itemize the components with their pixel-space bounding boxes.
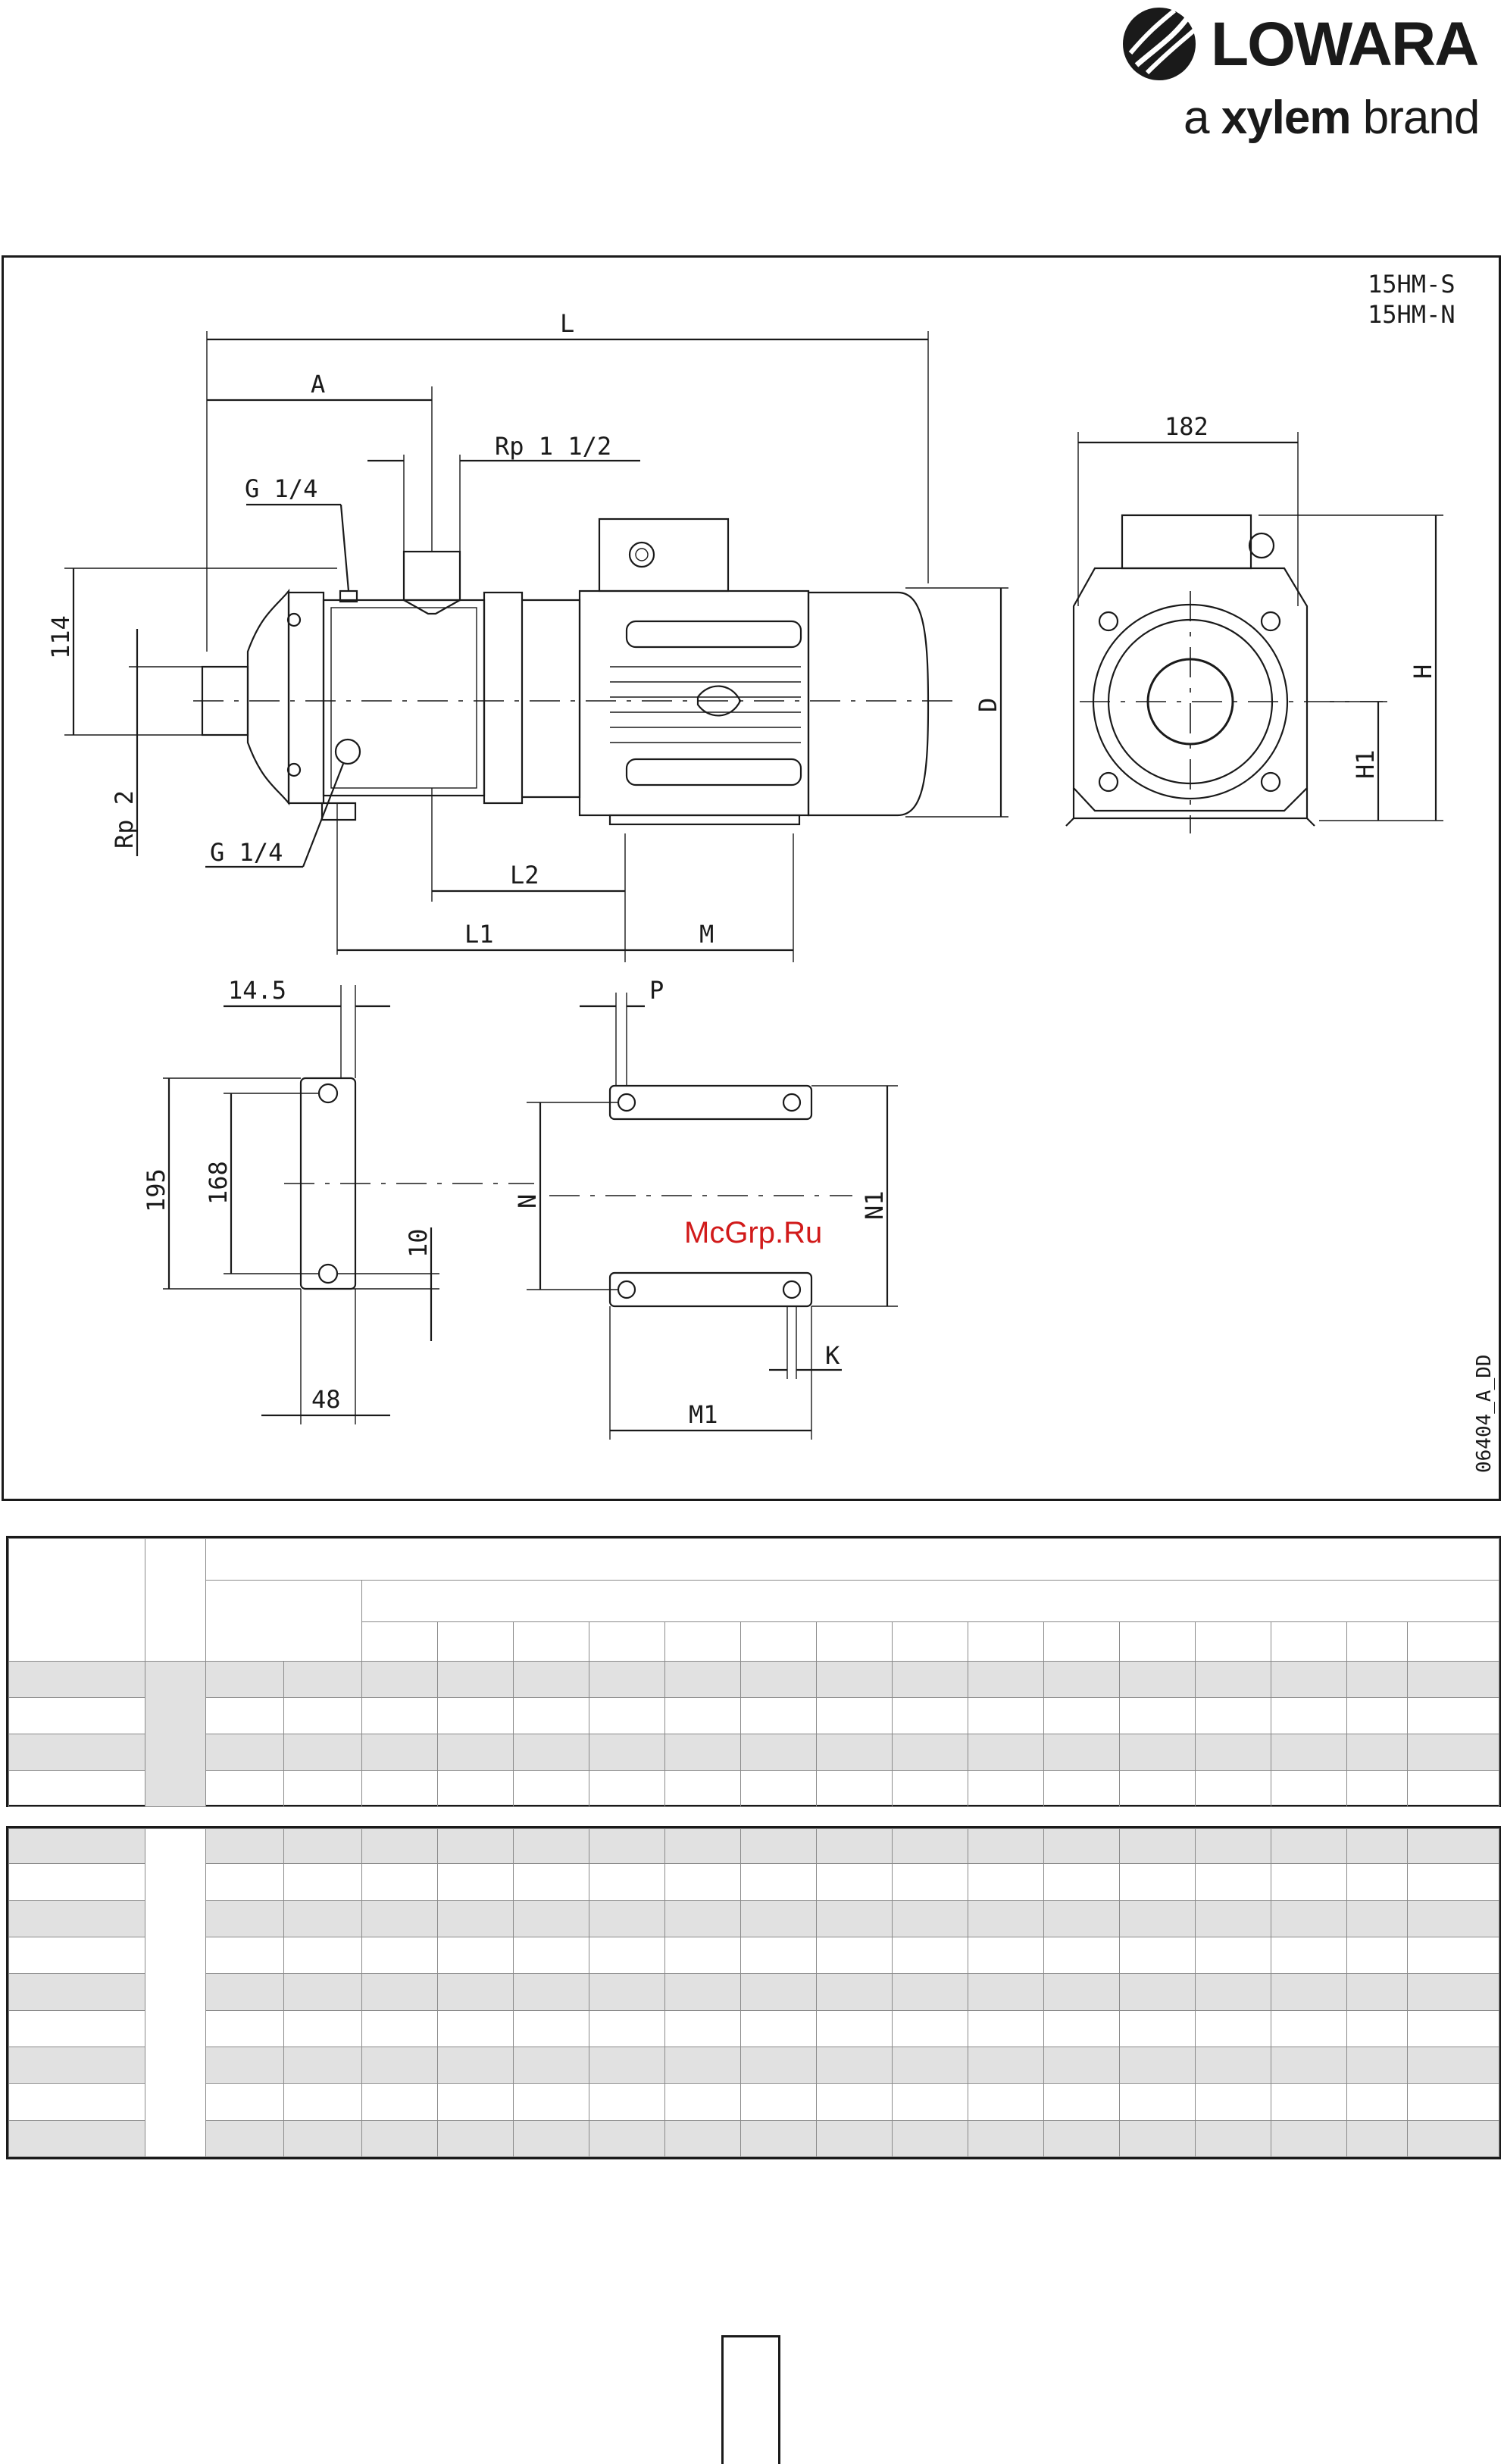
dimensions-table-2 — [6, 1826, 1501, 2159]
lowara-logo: LOWARA a xylem brand — [1114, 0, 1500, 159]
dim-M: M — [699, 920, 714, 949]
t1-header-model — [8, 1538, 145, 1662]
dimensions-table-1-grid — [8, 1538, 1500, 1807]
t1-header-cell — [1346, 1621, 1408, 1662]
dim-14-5: 14.5 — [228, 976, 286, 1005]
dimension-drawing: 15HM-S 15HM-N — [2, 255, 1501, 1501]
dim-P: P — [649, 976, 664, 1005]
t1-header-cell — [361, 1621, 438, 1662]
model-label-1: 15HM-S — [1368, 270, 1456, 299]
dim-M1: M1 — [689, 1400, 718, 1429]
table-row — [8, 1936, 1499, 1975]
t1-header-cell — [1043, 1621, 1120, 1662]
t1-header-cell — [437, 1621, 514, 1662]
tagline-suffix: brand — [1362, 92, 1481, 144]
lowara-drop-icon — [1123, 8, 1196, 80]
front-view-dimensions: 182 H H1 — [1077, 412, 1443, 821]
t1-header-cell — [740, 1621, 817, 1662]
dim-10: 10 — [404, 1228, 433, 1258]
table-row — [8, 1770, 1500, 1807]
dim-168: 168 — [204, 1161, 233, 1205]
t1-header-cell — [892, 1621, 968, 1662]
pump-side-view — [193, 518, 958, 826]
dim-N: N — [513, 1194, 542, 1209]
dim-L: L — [560, 309, 574, 338]
tagline-prefix: a — [1184, 92, 1209, 144]
table-row — [8, 1661, 1500, 1807]
t1-header-cell — [1406, 1621, 1500, 1662]
table-row — [8, 1973, 1499, 2011]
model-label-2: 15HM-N — [1368, 300, 1456, 329]
dim-rp-inlet: Rp 2 — [110, 790, 139, 849]
table-row — [8, 2009, 1499, 2047]
dim-D: D — [974, 698, 1002, 712]
table-row — [8, 1697, 1500, 1734]
t1-header-cell — [1119, 1621, 1196, 1662]
dim-g-top: G 1/4 — [245, 474, 317, 503]
t1-header-col-b — [145, 1538, 206, 1662]
t1-header-cell — [589, 1621, 665, 1662]
t1-header-cell — [968, 1621, 1044, 1662]
foot-plan-right: P N N1 K M1 — [513, 976, 898, 1440]
table-row — [8, 2119, 1499, 2158]
dim-H: H — [1409, 664, 1437, 679]
dimensions-table-1 — [6, 1536, 1501, 1807]
t1-header-cell — [664, 1621, 741, 1662]
side-view-dimensions: L A Rp 1 1/2 G 1/4 114 Rp 2 G 1/4 — [46, 309, 1008, 962]
pump-front-view — [1065, 514, 1383, 833]
dim-N1: N1 — [860, 1190, 889, 1220]
dim-H1: H1 — [1351, 749, 1380, 779]
foot-plan-left: 14.5 195 168 10 48 — [142, 976, 534, 1424]
dim-L1: L1 — [464, 920, 494, 949]
pump-drawing-svg: 15HM-S 15HM-N — [46, 270, 1496, 1473]
t1-header-group — [205, 1580, 362, 1662]
dim-rp-outlet: Rp 1 1/2 — [495, 432, 611, 461]
page-number-box — [721, 2335, 780, 2464]
dim-K: K — [825, 1341, 840, 1370]
t1-header-blank — [361, 1580, 1500, 1622]
table-row — [8, 1734, 1500, 1771]
dim-114: 114 — [46, 615, 75, 659]
t1-header-cell — [816, 1621, 893, 1662]
dim-182: 182 — [1165, 412, 1209, 441]
t1-header-span — [205, 1538, 1500, 1581]
watermark: McGrp.Ru — [684, 1216, 822, 1249]
table-row — [8, 1828, 1499, 2157]
dim-48: 48 — [311, 1385, 341, 1414]
t1-header-cell — [1271, 1621, 1347, 1662]
table-row — [8, 1863, 1499, 1901]
logo-wordmark: LOWARA — [1211, 10, 1479, 79]
dim-g-bottom: G 1/4 — [210, 838, 283, 867]
table-row — [8, 2083, 1499, 2121]
dim-195: 195 — [142, 1168, 170, 1212]
t1-header-cell — [513, 1621, 589, 1662]
brand-tagline: a xylem brand — [1184, 91, 1481, 145]
dim-A: A — [311, 370, 325, 399]
dimensions-table-2-grid — [8, 1828, 1499, 2158]
dim-L2: L2 — [510, 861, 539, 890]
table-row — [8, 1900, 1499, 1937]
tagline-brand: xylem — [1221, 92, 1352, 144]
drawing-code: 06404_A_DD — [1473, 1354, 1496, 1473]
table-row — [8, 2046, 1499, 2084]
t1-header-cell — [1195, 1621, 1271, 1662]
